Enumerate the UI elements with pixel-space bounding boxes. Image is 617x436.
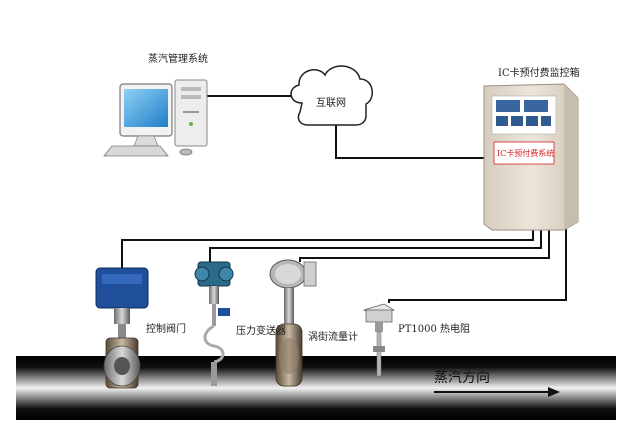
ic-panel-label: IC卡预付费系统 xyxy=(497,149,555,158)
pressure-transmitter-label: 压力变送器 xyxy=(236,326,286,337)
thermal-resistor-icon xyxy=(363,303,395,377)
electric-valve-icon xyxy=(95,267,149,389)
pressure-transmitter-icon xyxy=(194,261,234,386)
arrow-right-icon xyxy=(434,387,560,397)
vortex-flowmeter-label: 涡街流量计 xyxy=(308,332,358,343)
steam-system-label: 蒸汽管理系统 xyxy=(148,54,208,65)
vortex-flowmeter-icon xyxy=(269,259,317,387)
control-cabinet-icon xyxy=(483,83,579,231)
control-valve-label: 控制阀门 xyxy=(146,324,186,335)
cloud-icon xyxy=(290,65,373,126)
ic-box-title-label: IC卡预付费监控箱 xyxy=(498,68,580,79)
internet-label: 互联网 xyxy=(316,98,346,109)
steam-direction-label: 蒸汽方向 xyxy=(434,370,490,386)
pt1000-label: PT1000 热电阻 xyxy=(398,324,471,335)
computer-icon xyxy=(103,79,208,157)
signal-wires xyxy=(121,95,567,303)
